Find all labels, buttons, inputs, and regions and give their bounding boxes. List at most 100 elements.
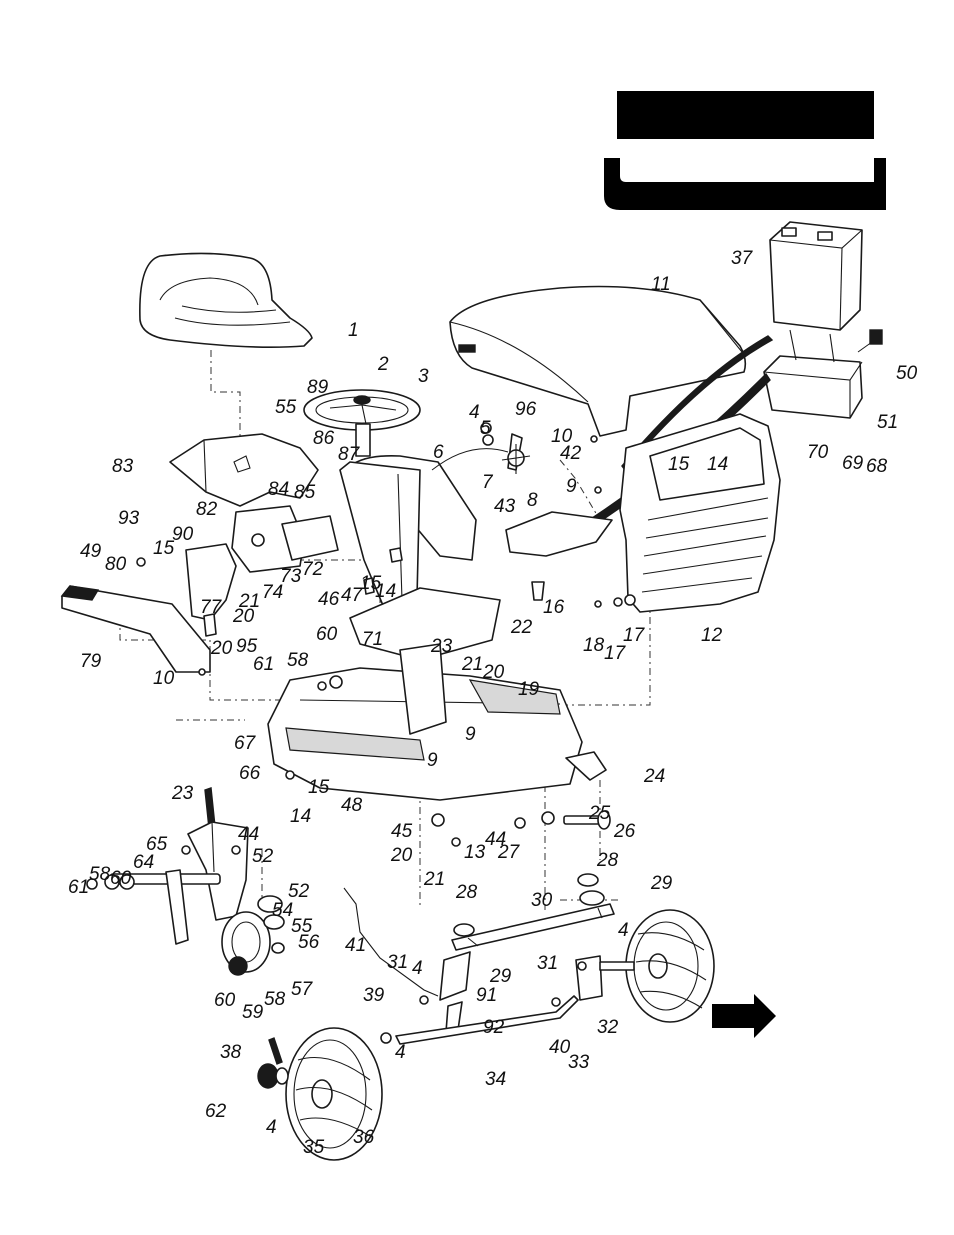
part-callout-31: 31 — [537, 953, 558, 974]
front-bracket-plate — [505, 511, 613, 557]
part-callout-79: 79 — [80, 651, 102, 672]
part-callout-54: 54 — [272, 900, 293, 921]
part-callout-65: 65 — [146, 834, 168, 855]
part-callout-32: 32 — [597, 1017, 619, 1038]
part-callout-10: 10 — [153, 668, 175, 689]
rear-bumper — [60, 585, 211, 673]
part-callout-82: 82 — [196, 499, 218, 520]
hub-cap — [257, 1063, 289, 1089]
part-callout-60: 60 — [110, 868, 132, 889]
part-callout-36: 36 — [353, 1127, 375, 1148]
part-callout-16: 16 — [543, 597, 565, 618]
drag-link — [343, 887, 439, 997]
part-callout-4: 4 — [266, 1117, 277, 1138]
part-callout-55: 55 — [291, 916, 313, 937]
part-callout-4: 4 — [469, 402, 480, 423]
part-callout-17: 17 — [623, 625, 646, 646]
part-callout-7: 7 — [482, 472, 494, 493]
part-callout-28: 28 — [455, 882, 478, 903]
pedal-shaft — [109, 869, 221, 945]
part-callout-77: 77 — [200, 597, 223, 618]
battery-terminal-cover — [869, 329, 883, 345]
part-callout-43: 43 — [494, 496, 516, 517]
part-callout-17: 17 — [604, 643, 627, 664]
part-callout-6: 6 — [433, 442, 444, 463]
part-callout-18: 18 — [583, 635, 605, 656]
part-callout-56: 56 — [298, 932, 320, 953]
part-number-callouts: 1234567891011121415161717183750516869709… — [68, 248, 918, 1158]
part-callout-35: 35 — [303, 1137, 325, 1158]
part-callout-47: 47 — [341, 585, 364, 606]
right-axle-stub — [599, 961, 635, 971]
part-callout-72: 72 — [302, 559, 324, 580]
front-left-wheel — [285, 1027, 383, 1161]
part-callout-27: 27 — [497, 842, 521, 863]
part-callout-4: 4 — [395, 1042, 406, 1063]
part-callout-89: 89 — [307, 377, 329, 398]
part-callout-83: 83 — [112, 456, 134, 477]
header-bracket-frame — [604, 158, 886, 210]
part-callout-9: 9 — [465, 724, 476, 745]
part-callout-92: 92 — [483, 1017, 505, 1038]
part-callout-74: 74 — [262, 582, 283, 603]
battery — [769, 221, 863, 331]
part-callout-33: 33 — [568, 1052, 590, 1073]
right-spindle — [575, 873, 605, 1001]
hood — [449, 285, 747, 437]
part-callout-96: 96 — [515, 399, 537, 420]
part-callout-44: 44 — [238, 824, 259, 845]
part-callout-39: 39 — [363, 985, 385, 1006]
part-callout-15: 15 — [360, 573, 382, 594]
front-grille — [619, 413, 781, 613]
part-callout-4: 4 — [412, 958, 423, 979]
header-black-bar — [617, 91, 874, 139]
part-callout-40: 40 — [549, 1037, 571, 1058]
part-callout-25: 25 — [588, 803, 611, 824]
pivot-bolt — [563, 810, 611, 830]
front-frame-bracket — [565, 751, 607, 781]
part-callout-37: 37 — [731, 248, 754, 269]
part-callout-69: 69 — [842, 453, 864, 474]
part-callout-11: 11 — [651, 274, 671, 295]
part-callout-30: 30 — [531, 890, 553, 911]
part-callout-15: 15 — [153, 538, 175, 559]
part-callout-2: 2 — [377, 354, 389, 375]
part-callout-93: 93 — [118, 508, 140, 529]
part-callout-31: 31 — [387, 952, 408, 973]
part-callout-10: 10 — [551, 426, 573, 447]
part-callout-23: 23 — [171, 783, 194, 804]
part-callout-62: 62 — [205, 1101, 227, 1122]
part-callout-59: 59 — [242, 1002, 264, 1023]
part-callout-20: 20 — [390, 845, 413, 866]
part-callout-73: 73 — [280, 566, 302, 587]
part-callout-28: 28 — [596, 850, 619, 871]
part-callout-60: 60 — [214, 990, 236, 1011]
part-callout-34: 34 — [485, 1069, 506, 1090]
drive-pulley — [221, 911, 271, 976]
part-callout-60: 60 — [316, 624, 338, 645]
part-callout-84: 84 — [268, 479, 289, 500]
part-callout-15: 15 — [668, 454, 690, 475]
part-callout-38: 38 — [220, 1042, 242, 1063]
hardware-fasteners — [86, 422, 636, 1065]
part-callout-29: 29 — [650, 873, 673, 894]
steering-wheel — [303, 389, 421, 457]
part-callout-95: 95 — [236, 636, 258, 657]
part-callout-24: 24 — [643, 766, 665, 787]
part-callout-58: 58 — [264, 989, 286, 1010]
part-callout-20: 20 — [210, 638, 233, 659]
seat — [139, 252, 313, 348]
part-callout-87: 87 — [338, 444, 361, 465]
part-callout-58: 58 — [287, 650, 309, 671]
frame-support — [349, 587, 501, 661]
rear-fender — [169, 433, 319, 507]
part-callout-64: 64 — [133, 852, 154, 873]
front-right-wheel — [625, 909, 715, 1023]
left-spindle — [439, 923, 475, 1033]
throttle-lever — [431, 433, 531, 474]
part-callout-9: 9 — [566, 476, 577, 497]
part-callout-49: 49 — [80, 541, 102, 562]
part-callout-12: 12 — [701, 625, 723, 646]
